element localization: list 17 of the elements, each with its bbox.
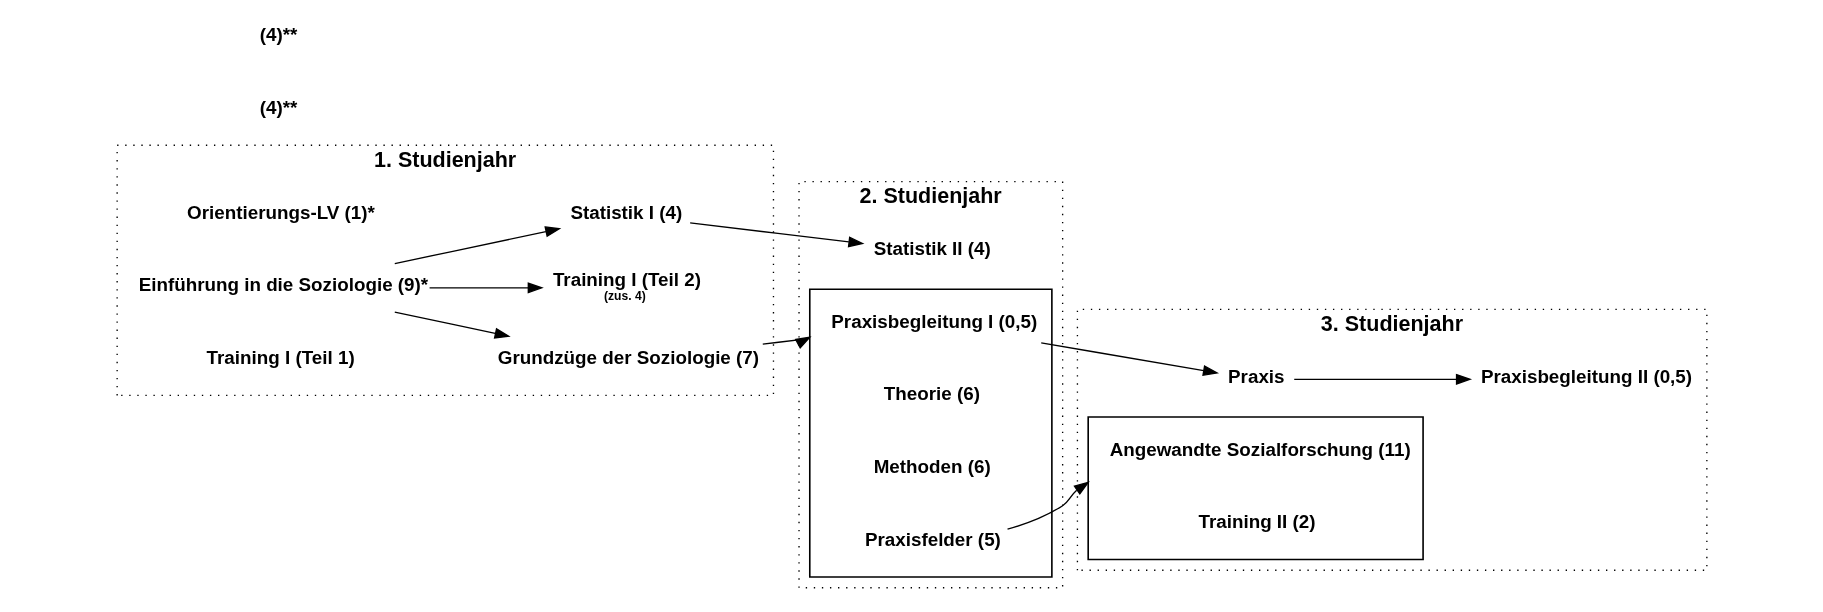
node-text: Theorie (6) xyxy=(883,383,980,405)
node-text: Training II (2) xyxy=(1197,511,1316,533)
label: (4)** xyxy=(259,96,297,118)
node-text: Statistik I (4) xyxy=(569,201,682,223)
node-text: Praxisbegleitung I (0,5) xyxy=(830,310,1037,332)
node-text: Training I (Teil 2) xyxy=(552,269,701,291)
node-text: Einführung in die Soziologie (9)* xyxy=(138,274,428,296)
node-text: Statistik II (4) xyxy=(873,238,991,260)
node-text: Praxisfelder (5) xyxy=(864,528,1001,550)
node-text: Methoden (6) xyxy=(873,456,991,478)
node-text: Grundzüge der Soziologie (7) xyxy=(497,347,759,369)
node-text: Orientierungs-LV (1)* xyxy=(186,201,375,223)
node-text: Praxisbegleitung II (0,5) xyxy=(1480,365,1692,387)
node-text: Training I (Teil 1) xyxy=(206,347,355,369)
label: (4)** xyxy=(259,24,297,46)
node-text: Praxis xyxy=(1227,365,1285,387)
node-text: Angewandte Sozialforschung (11) xyxy=(1109,438,1411,460)
